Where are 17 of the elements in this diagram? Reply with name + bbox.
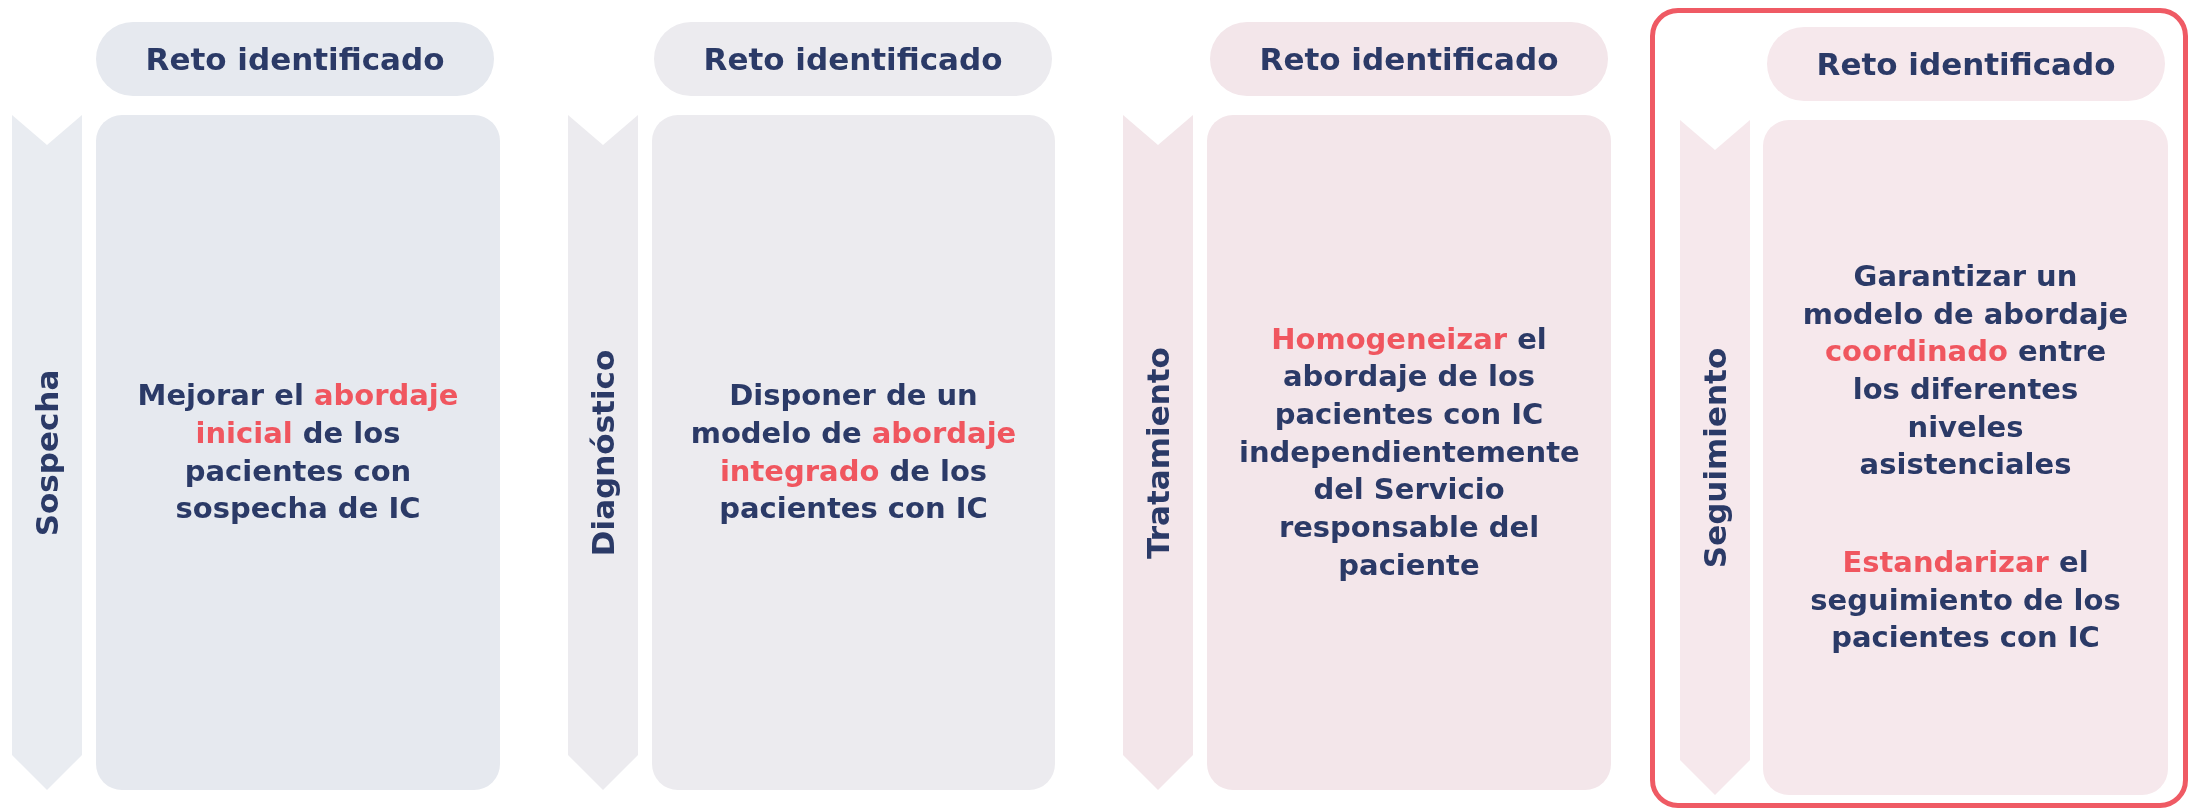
- highlight-frame: [1650, 8, 2188, 808]
- challenge-text: Garantizar un modelo de abordaje coordinado entre los diferentes niveles asistenciales: [1801, 257, 2130, 484]
- stage-label: Diagnóstico: [585, 349, 621, 556]
- challenge-text: Homogeneizar el abordaje de los pacientes con IC independientemente del Servicio responsable del paciente: [1239, 320, 1579, 584]
- challenge-text: Disponer de un modelo de abordaje integrado de los pacientes con IC: [689, 377, 1018, 528]
- header-pill: Reto identificado: [1210, 22, 1608, 96]
- challenge-card: [96, 115, 500, 790]
- header-pill: Reto identificado: [96, 22, 494, 96]
- challenge-text: Mejorar el abordaje inicial de los pacientes con sospecha de IC: [136, 377, 460, 528]
- chevron-banner: [1123, 115, 1193, 790]
- stage-label: Sospecha: [29, 369, 65, 536]
- stage-label: Tratamiento: [1140, 346, 1176, 559]
- header-pill: Reto identificado: [1767, 27, 2165, 101]
- challenge-text: Estandarizar el seguimiento de los pacientes con IC: [1809, 544, 2122, 657]
- stage-label: Seguimiento: [1697, 347, 1733, 568]
- header-pill: Reto identificado: [654, 22, 1052, 96]
- challenge-card: [1207, 115, 1611, 790]
